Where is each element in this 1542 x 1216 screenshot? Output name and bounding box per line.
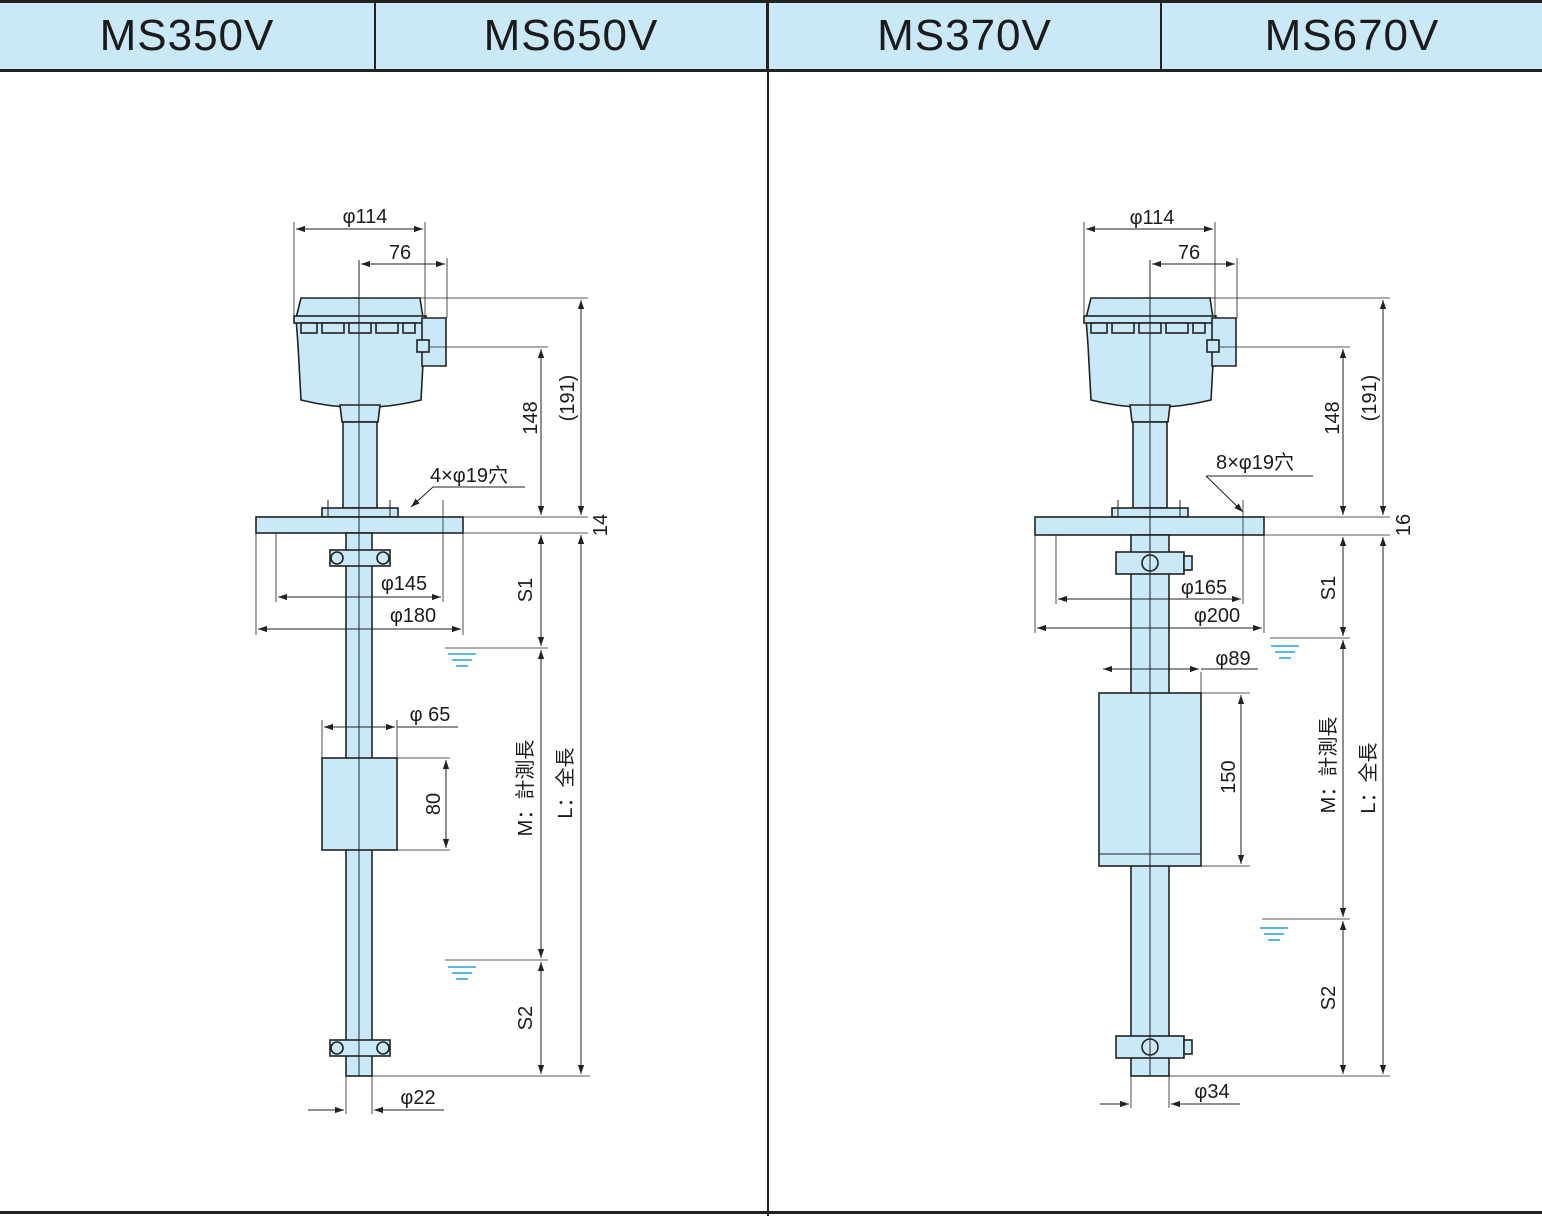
right-dim-float-diameter: φ89 bbox=[1215, 648, 1250, 670]
center-divider bbox=[767, 72, 769, 1216]
model-label-ms350v: MS350V bbox=[0, 3, 376, 69]
right-dim-measuring-length: M：計測長 bbox=[1317, 717, 1340, 814]
left-level-switch-drawing: φ114 76 148 (191) 14 4×φ19穴 φ145 φ180 S1… bbox=[255, 206, 612, 1114]
right-level-switch-drawing: φ114 76 148 (191) 16 8×φ19穴 φ165 φ200 φ8… bbox=[1034, 207, 1415, 1108]
model-label-ms670v: MS670V bbox=[1264, 11, 1440, 60]
model-label-ms370v: MS370V bbox=[769, 3, 1162, 69]
right-dim-pipe-diameter: φ34 bbox=[1194, 1081, 1229, 1103]
left-dim-191: (191) bbox=[557, 375, 579, 422]
left-dim-float-diameter: φ 65 bbox=[410, 704, 451, 726]
right-dim-148: 148 bbox=[1322, 401, 1344, 434]
right-dim-pcd: φ165 bbox=[1181, 577, 1227, 599]
right-dim-s1: S1 bbox=[1318, 576, 1340, 600]
right-dim-float-height: 150 bbox=[1218, 760, 1240, 793]
left-dim-float-height: 80 bbox=[423, 793, 445, 815]
left-head-cover-band bbox=[293, 315, 427, 324]
right-dim-flange: φ200 bbox=[1194, 605, 1240, 627]
right-bolt-holes-label: 8×φ19穴 bbox=[1216, 451, 1294, 474]
right-water-level-upper-icon bbox=[1271, 645, 1299, 659]
right-dim-16: 16 bbox=[1393, 514, 1415, 536]
left-dim-pipe-diameter: φ22 bbox=[400, 1087, 435, 1109]
model-label-ms650v: MS650V bbox=[376, 3, 769, 69]
left-dim-76: 76 bbox=[389, 242, 411, 264]
model-header: MS350V MS650V MS370V MS670V bbox=[0, 0, 1542, 72]
right-dim-191: (191) bbox=[1359, 375, 1381, 422]
left-water-level-lower-icon bbox=[448, 966, 476, 980]
left-dim-14: 14 bbox=[590, 514, 612, 536]
left-dim-total-length: L：全長 bbox=[554, 747, 577, 818]
right-dim-76: 76 bbox=[1178, 242, 1200, 264]
left-dim-pcd: φ145 bbox=[381, 573, 427, 595]
left-dim-s1: S1 bbox=[515, 578, 537, 602]
left-dim-148: 148 bbox=[520, 401, 542, 434]
left-water-level-upper-icon bbox=[448, 653, 476, 667]
left-dim-measuring-length: M：計測長 bbox=[514, 740, 537, 837]
right-water-level-lower-icon bbox=[1260, 927, 1288, 941]
right-dim-head-diameter: φ114 bbox=[1130, 207, 1175, 229]
bottom-border bbox=[0, 1211, 1542, 1214]
left-dim-head-diameter: φ114 bbox=[343, 206, 388, 228]
left-terminal-box bbox=[295, 297, 425, 409]
left-bolt-holes-label: 4×φ19穴 bbox=[430, 464, 508, 487]
left-stem bbox=[342, 421, 378, 509]
right-dim-total-length: L：全長 bbox=[1357, 742, 1380, 813]
left-dim-flange: φ180 bbox=[390, 605, 436, 627]
left-dim-s2: S2 bbox=[515, 1006, 537, 1030]
right-dim-s2: S2 bbox=[1318, 986, 1340, 1010]
